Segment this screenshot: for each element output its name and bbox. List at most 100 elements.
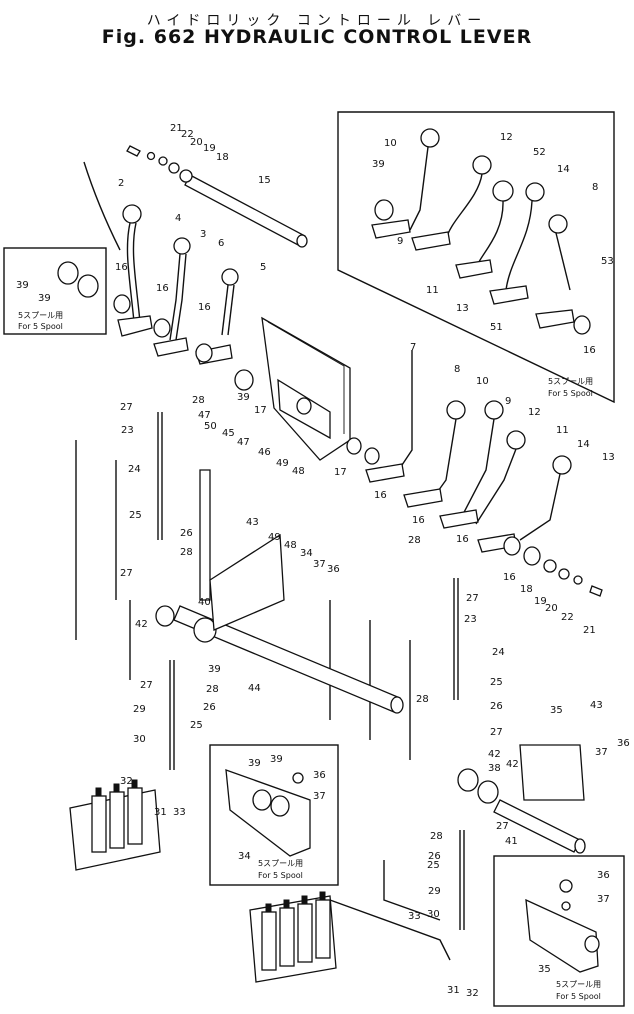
inset-note-jp: 5スプール用 (556, 980, 601, 989)
callout-number: 16 (115, 262, 128, 273)
callout-number: 14 (557, 164, 570, 175)
callout-number: 16 (156, 283, 169, 294)
callout-number: 37 (595, 747, 608, 758)
callout-number: 17 (334, 467, 347, 478)
inset-note-en: For 5 Spool (556, 992, 601, 1001)
callout-number: 39 (208, 664, 221, 675)
callout-number: 14 (577, 439, 590, 450)
lever-group-left (83, 145, 308, 391)
main-shaft (155, 469, 404, 714)
callout-number: 28 (430, 831, 443, 842)
callout-number: 16 (583, 345, 596, 356)
callout-number: 28 (180, 547, 193, 558)
shaft-41 (457, 744, 586, 854)
callout-number: 20 (545, 603, 558, 614)
callout-number: 22 (181, 129, 194, 140)
callout-number: 10 (384, 138, 397, 149)
callout-number: 42 (135, 619, 148, 630)
inset-note-jp: 5スプール用 (18, 311, 63, 320)
figure-title: Fig. 662 HYDRAULIC CONTROL LEVER (101, 26, 533, 48)
callout-number: 16 (198, 302, 211, 313)
callout-number: 37 (597, 894, 610, 905)
callout-number: 32 (466, 988, 479, 999)
callout-number: 33 (408, 911, 421, 922)
callout-number: 24 (492, 647, 505, 658)
callout-number: 19 (203, 143, 216, 154)
inset-note-en: For 5 Spool (18, 322, 63, 331)
inset-right-levers (371, 128, 591, 335)
callout-number: 26 (428, 851, 441, 862)
callout-number: 47 (237, 437, 250, 448)
callout-number: 17 (254, 405, 267, 416)
callout-number: 25 (129, 510, 142, 521)
callout-labels: 2122201918152436539391616162728233917475… (16, 123, 630, 999)
callout-number: 4 (175, 213, 181, 224)
callout-number: 53 (601, 256, 614, 267)
callout-number: 36 (327, 564, 340, 575)
callout-number: 51 (490, 322, 503, 333)
inset-note-jp: 5スプール用 (258, 859, 303, 868)
callout-number: 43 (246, 517, 259, 528)
title-japanese: ハイドロリック コントロール レバー (146, 13, 488, 29)
callout-number: 24 (128, 464, 141, 475)
inset-left: 5スプール用 For 5 Spool (3, 247, 107, 335)
callout-number: 29 (133, 704, 146, 715)
callout-number: 29 (428, 886, 441, 897)
callout-number: 16 (412, 515, 425, 526)
callout-number: 27 (120, 568, 133, 579)
callout-number: 31 (447, 985, 460, 996)
callout-number: 27 (490, 727, 503, 738)
callout-number: 12 (528, 407, 541, 418)
callout-number: 2 (118, 178, 124, 189)
callout-number: 41 (505, 836, 518, 847)
callout-number: 7 (410, 342, 416, 353)
callout-number: 36 (313, 770, 326, 781)
callout-number: 6 (218, 238, 224, 249)
inset-left-parts (57, 261, 99, 298)
callout-number: 16 (503, 572, 516, 583)
callout-number: 26 (490, 701, 503, 712)
callout-number: 8 (454, 364, 460, 375)
callout-number: 16 (456, 534, 469, 545)
callout-number: 42 (488, 749, 501, 760)
callout-number: 39 (38, 293, 51, 304)
callout-number: 39 (16, 280, 29, 291)
callout-number: 26 (180, 528, 193, 539)
callout-number: 45 (222, 428, 235, 439)
callout-number: 21 (583, 625, 596, 636)
callout-number: 27 (496, 821, 509, 832)
central-bracket (261, 316, 351, 461)
callout-number: 34 (238, 851, 251, 862)
callout-number: 13 (456, 303, 469, 314)
inset-note-jp: 5スプール用 (548, 377, 593, 386)
callout-number: 48 (292, 466, 305, 477)
callout-number: 25 (490, 677, 503, 688)
callout-number: 34 (300, 548, 313, 559)
callout-number: 8 (592, 182, 598, 193)
callout-number: 39 (270, 754, 283, 765)
callout-number: 9 (505, 396, 511, 407)
callout-number: 22 (561, 612, 574, 623)
callout-number: 21 (170, 123, 183, 134)
callout-number: 13 (602, 452, 615, 463)
callout-number: 47 (198, 410, 211, 421)
callout-number: 9 (397, 236, 403, 247)
lever-group-right (346, 350, 603, 597)
callout-number: 37 (313, 559, 326, 570)
callout-number: 27 (466, 593, 479, 604)
inset-note-en: For 5 Spool (258, 871, 303, 880)
callout-number: 27 (140, 680, 153, 691)
callout-number: 52 (533, 147, 546, 158)
callout-number: 28 (408, 535, 421, 546)
callout-number: 36 (597, 870, 610, 881)
callout-number: 26 (203, 702, 216, 713)
callout-number: 11 (426, 285, 439, 296)
callout-number: 3 (200, 229, 206, 240)
callout-number: 28 (416, 694, 429, 705)
callout-number: 30 (133, 734, 146, 745)
callout-number: 25 (190, 720, 203, 731)
callout-number: 30 (427, 909, 440, 920)
callout-number: 38 (488, 763, 501, 774)
callout-number: 33 (173, 807, 186, 818)
